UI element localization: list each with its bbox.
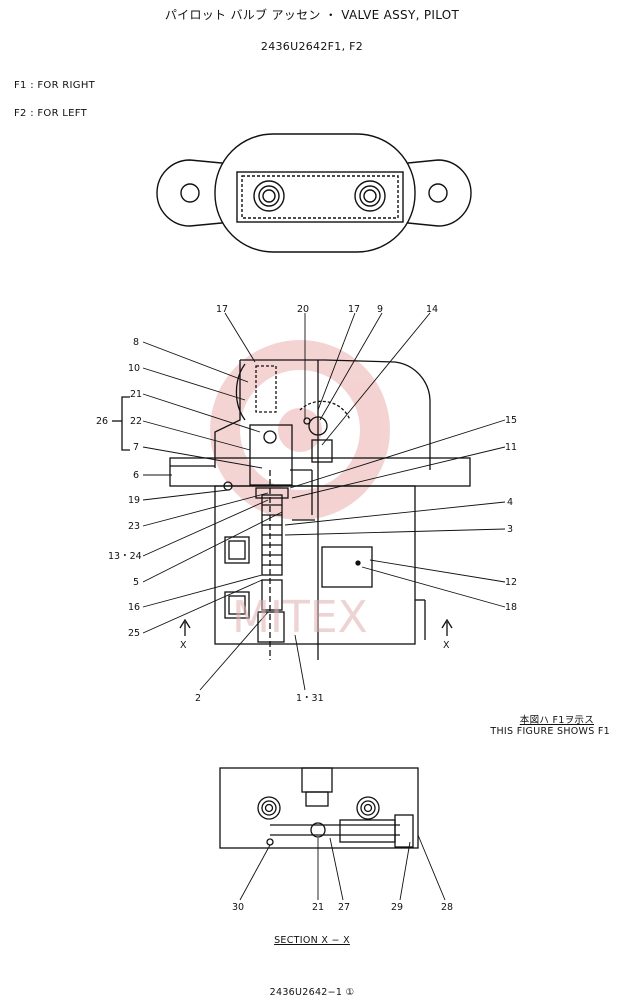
callout-17b: 17 [348, 304, 360, 315]
callout-5: 5 [133, 577, 139, 588]
figure-note-en: THIS FIGURE SHOWS F1 [490, 726, 610, 737]
main-view [112, 359, 471, 660]
callout-4: 4 [507, 497, 513, 508]
callout-9: 9 [377, 304, 383, 315]
callout-29: 29 [391, 902, 403, 913]
drawing-number: 2436U2642−1 ① [269, 987, 355, 998]
callout-15: 15 [505, 415, 517, 426]
callout-10: 10 [128, 363, 140, 374]
callout-6: 6 [133, 470, 139, 481]
section-view [219, 767, 419, 849]
section-label: SECTION X − X [274, 935, 350, 946]
callout-11: 11 [505, 442, 517, 453]
variant-f1: F1 : FOR RIGHT [14, 80, 96, 91]
callout-21a: 21 [130, 389, 142, 400]
callout-25: 25 [128, 628, 140, 639]
watermark-text: MITEX [232, 592, 368, 643]
callout-labels: 17 20 17 9 14 8 10 21 26 22 7 6 19 23 13… [96, 304, 517, 913]
page-title: パイロット バルブ アッセン ・ VALVE ASSY, PILOT [164, 8, 460, 22]
callout-16: 16 [128, 602, 140, 613]
callout-13-24: 13・24 [108, 551, 142, 562]
callout-14: 14 [426, 304, 438, 315]
callout-x-left: X [180, 640, 187, 651]
callout-12: 12 [505, 577, 517, 588]
callout-x-right: X [443, 640, 450, 651]
figure-note-jp: 本図ハ F1ヲ示ス [519, 715, 594, 726]
callout-2: 2 [195, 693, 201, 704]
leader-lines [142, 312, 506, 691]
callout-23: 23 [128, 521, 140, 532]
callout-18: 18 [505, 602, 517, 613]
callout-28: 28 [441, 902, 453, 913]
callout-20: 20 [297, 304, 309, 315]
callout-21b: 21 [312, 902, 324, 913]
callout-27: 27 [338, 902, 350, 913]
callout-8: 8 [133, 337, 139, 348]
variant-f2: F2 : FOR LEFT [14, 108, 88, 119]
callout-30: 30 [232, 902, 244, 913]
top-view [156, 133, 472, 253]
callout-19: 19 [128, 495, 140, 506]
callout-26: 26 [96, 416, 108, 427]
callout-17a: 17 [216, 304, 228, 315]
watermark-gear-icon [210, 340, 390, 520]
part-code: 2436U2642F1, F2 [260, 40, 364, 53]
callout-1-31: 1・31 [296, 693, 324, 704]
callout-3: 3 [507, 524, 513, 535]
callout-7: 7 [133, 442, 139, 453]
section-leader-lines [239, 834, 446, 901]
callout-22: 22 [130, 416, 142, 427]
